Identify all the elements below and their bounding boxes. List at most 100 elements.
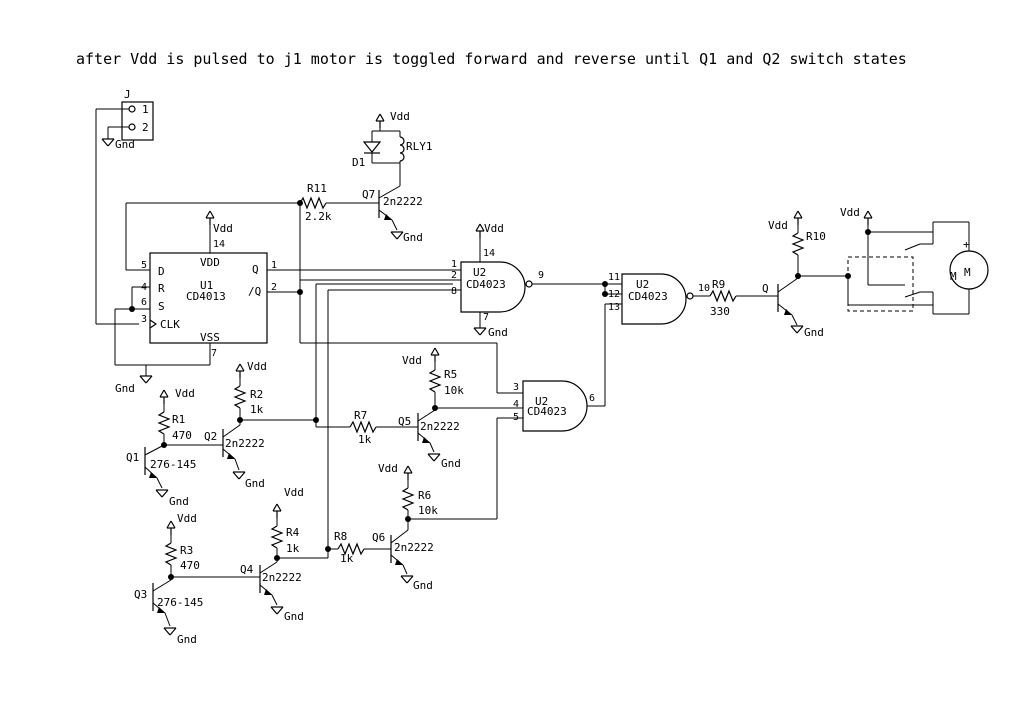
svg-text:M: M <box>964 266 971 279</box>
svg-text:Gnd: Gnd <box>804 326 824 339</box>
svg-text:11: 11 <box>608 272 620 283</box>
ground-icon <box>232 471 246 480</box>
svg-text:VDD: VDD <box>200 256 220 269</box>
svg-text:8: 8 <box>451 286 457 297</box>
svg-text:Q1: Q1 <box>126 451 139 464</box>
svg-text:10k: 10k <box>418 504 438 517</box>
ground-icon <box>155 489 169 498</box>
svg-text:1k: 1k <box>340 552 354 565</box>
svg-text:S: S <box>158 300 165 313</box>
svg-text:RLY1: RLY1 <box>406 140 433 153</box>
resistor-r3: Vdd R3 470 <box>164 512 260 580</box>
svg-text:2: 2 <box>451 270 457 281</box>
svg-text:Gnd: Gnd <box>169 495 189 508</box>
svg-text:3: 3 <box>141 314 147 325</box>
svg-text:Gnd: Gnd <box>284 610 304 623</box>
gate-u2b-cd4023: U2 CD4023 3 4 5 6 <box>513 380 606 432</box>
svg-text:Gnd: Gnd <box>441 457 461 470</box>
svg-text:Gnd: Gnd <box>115 138 135 151</box>
vdd-icon <box>235 363 245 379</box>
vdd-icon <box>375 113 385 129</box>
svg-text:R2: R2 <box>250 388 263 401</box>
transistor-q7: Gnd Q7 2n2222 <box>362 185 423 244</box>
svg-text:Vdd: Vdd <box>390 110 410 123</box>
transistor-q6: Gnd Q6 2n2222 <box>372 519 434 592</box>
svg-text:U2: U2 <box>473 266 486 279</box>
svg-text:CD4023: CD4023 <box>527 405 567 418</box>
svg-text:2n2222: 2n2222 <box>262 571 302 584</box>
relay-contacts: Vdd M M + <box>840 206 989 315</box>
resistor-r11: R11 2.2k <box>126 182 379 223</box>
svg-text:3: 3 <box>513 382 519 393</box>
svg-text:7: 7 <box>211 348 217 359</box>
svg-text:2: 2 <box>142 121 149 134</box>
svg-text:D: D <box>158 265 165 278</box>
svg-text:5: 5 <box>141 260 147 271</box>
svg-text:1: 1 <box>271 260 277 271</box>
svg-text:CD4023: CD4023 <box>628 290 668 303</box>
gate-u2c-cd4023: U2 CD4023 11 12 13 10 <box>604 272 710 404</box>
svg-text:276-145: 276-145 <box>157 596 203 609</box>
vdd-icon <box>403 465 413 481</box>
ground-icon <box>790 325 804 334</box>
svg-text:6: 6 <box>589 393 595 404</box>
svg-text:Vdd: Vdd <box>484 222 504 235</box>
svg-text:2.2k: 2.2k <box>305 210 332 223</box>
svg-text:276-145: 276-145 <box>150 458 196 471</box>
svg-text:14: 14 <box>213 239 225 250</box>
svg-text:/Q: /Q <box>248 285 261 298</box>
svg-text:Q7: Q7 <box>362 188 375 201</box>
svg-text:Gnd: Gnd <box>413 579 433 592</box>
svg-text:Vdd: Vdd <box>177 512 197 525</box>
resistor-r9: R9 330 <box>693 278 778 318</box>
svg-text:Vdd: Vdd <box>378 462 398 475</box>
svg-text:Q6: Q6 <box>372 531 385 544</box>
svg-text:470: 470 <box>172 429 192 442</box>
ground-icon <box>427 453 441 462</box>
svg-text:R1: R1 <box>172 413 185 426</box>
svg-text:U2: U2 <box>535 395 548 408</box>
resistor-r5: Vdd R5 10k <box>402 347 523 411</box>
svg-text:1: 1 <box>451 259 457 270</box>
resistor-r4: Vdd R4 1k <box>270 486 304 561</box>
vdd-icon <box>475 223 485 239</box>
svg-text:Q5: Q5 <box>398 415 411 428</box>
vdd-icon <box>166 520 176 536</box>
svg-text:13: 13 <box>608 302 620 313</box>
svg-text:Vdd: Vdd <box>768 219 788 232</box>
ground-icon <box>163 627 177 636</box>
svg-text:1k: 1k <box>250 403 264 416</box>
svg-text:R8: R8 <box>334 530 347 543</box>
vdd-icon <box>793 210 803 226</box>
svg-text:7: 7 <box>483 312 489 323</box>
svg-text:Vdd: Vdd <box>175 387 195 400</box>
svg-text:2n2222: 2n2222 <box>394 541 434 554</box>
gate-u2a-cd4023: Vdd 14 U2 CD4023 1 2 8 9 7 Gnd <box>451 222 544 339</box>
svg-text:Q: Q <box>252 263 259 276</box>
page-title: after Vdd is pulsed to j1 motor is toggl… <box>76 50 907 68</box>
svg-text:10: 10 <box>698 283 710 294</box>
svg-text:Q: Q <box>762 282 769 295</box>
svg-text:9: 9 <box>538 270 544 281</box>
motor-label: M <box>950 270 957 283</box>
transistor-q2: Gnd Q2 2n2222 <box>204 420 265 490</box>
svg-text:CD4013: CD4013 <box>186 290 226 303</box>
svg-text:CD4023: CD4023 <box>466 278 506 291</box>
vdd-icon <box>159 389 169 405</box>
svg-text:Q2: Q2 <box>204 430 217 443</box>
ground-icon <box>270 606 284 615</box>
svg-text:U1: U1 <box>200 279 213 292</box>
svg-text:2: 2 <box>271 282 277 293</box>
ic-u1-cd4013: Vdd 14 VDD U1 CD4013 VSS 5 D 4 R 6 S 3 C… <box>114 210 277 395</box>
svg-text:2n2222: 2n2222 <box>420 420 460 433</box>
svg-text:6: 6 <box>141 297 147 308</box>
svg-text:10k: 10k <box>444 384 464 397</box>
svg-text:R10: R10 <box>806 230 826 243</box>
resistor-r7: R7 1k <box>316 409 418 446</box>
vdd-icon <box>863 210 873 226</box>
svg-text:R11: R11 <box>307 182 327 195</box>
svg-text:CLK: CLK <box>160 318 180 331</box>
svg-text:R4: R4 <box>286 526 300 539</box>
transistor-q5: Gnd Q5 2n2222 <box>398 409 461 470</box>
connector-j: J 1 2 Gnd <box>95 88 154 325</box>
